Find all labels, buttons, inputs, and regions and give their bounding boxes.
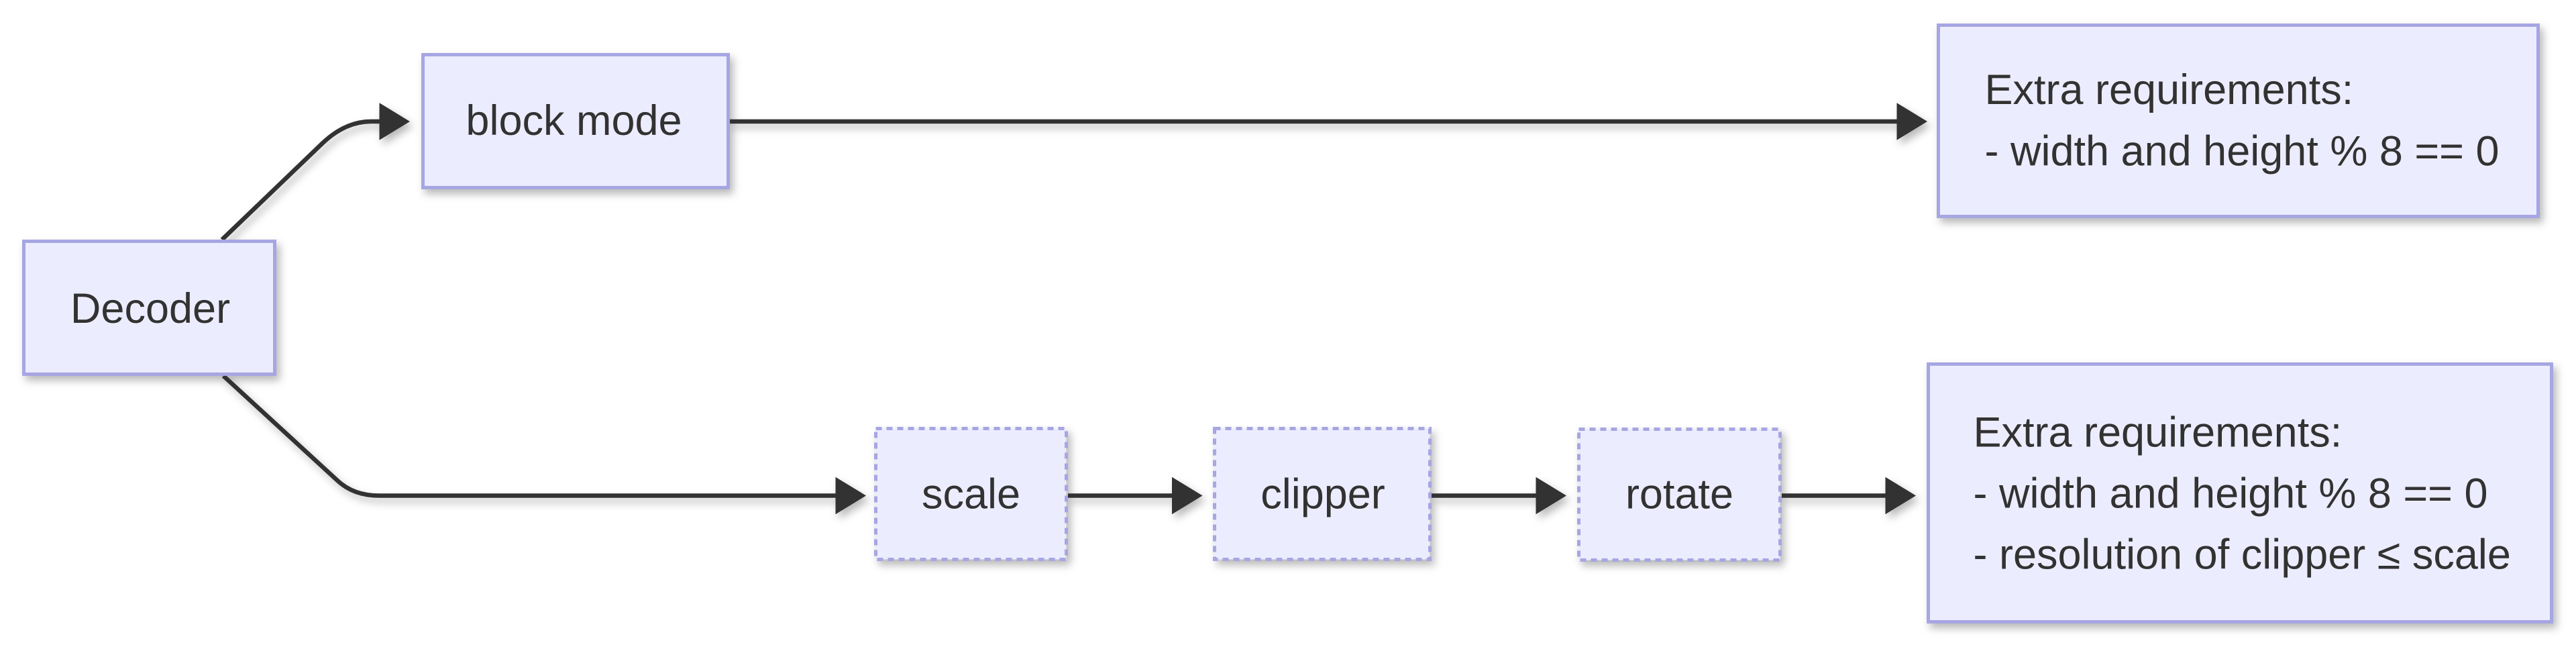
svg-text:clipper: clipper: [1260, 471, 1385, 518]
svg-text:- resolution of clipper ≤ scal: - resolution of clipper ≤ scale: [1974, 532, 2511, 579]
svg-text:Decoder: Decoder: [70, 285, 230, 332]
svg-text:Extra requirements:: Extra requirements:: [1985, 66, 2354, 113]
svg-text:rotate: rotate: [1625, 471, 1733, 518]
svg-text:Extra requirements:: Extra requirements:: [1974, 409, 2343, 456]
svg-text:- width and height % 8 == 0: - width and height % 8 == 0: [1985, 128, 2500, 175]
svg-text:block mode: block mode: [466, 97, 682, 144]
svg-text:scale: scale: [922, 471, 1020, 518]
svg-text:- width and height % 8 == 0: - width and height % 8 == 0: [1974, 470, 2488, 517]
